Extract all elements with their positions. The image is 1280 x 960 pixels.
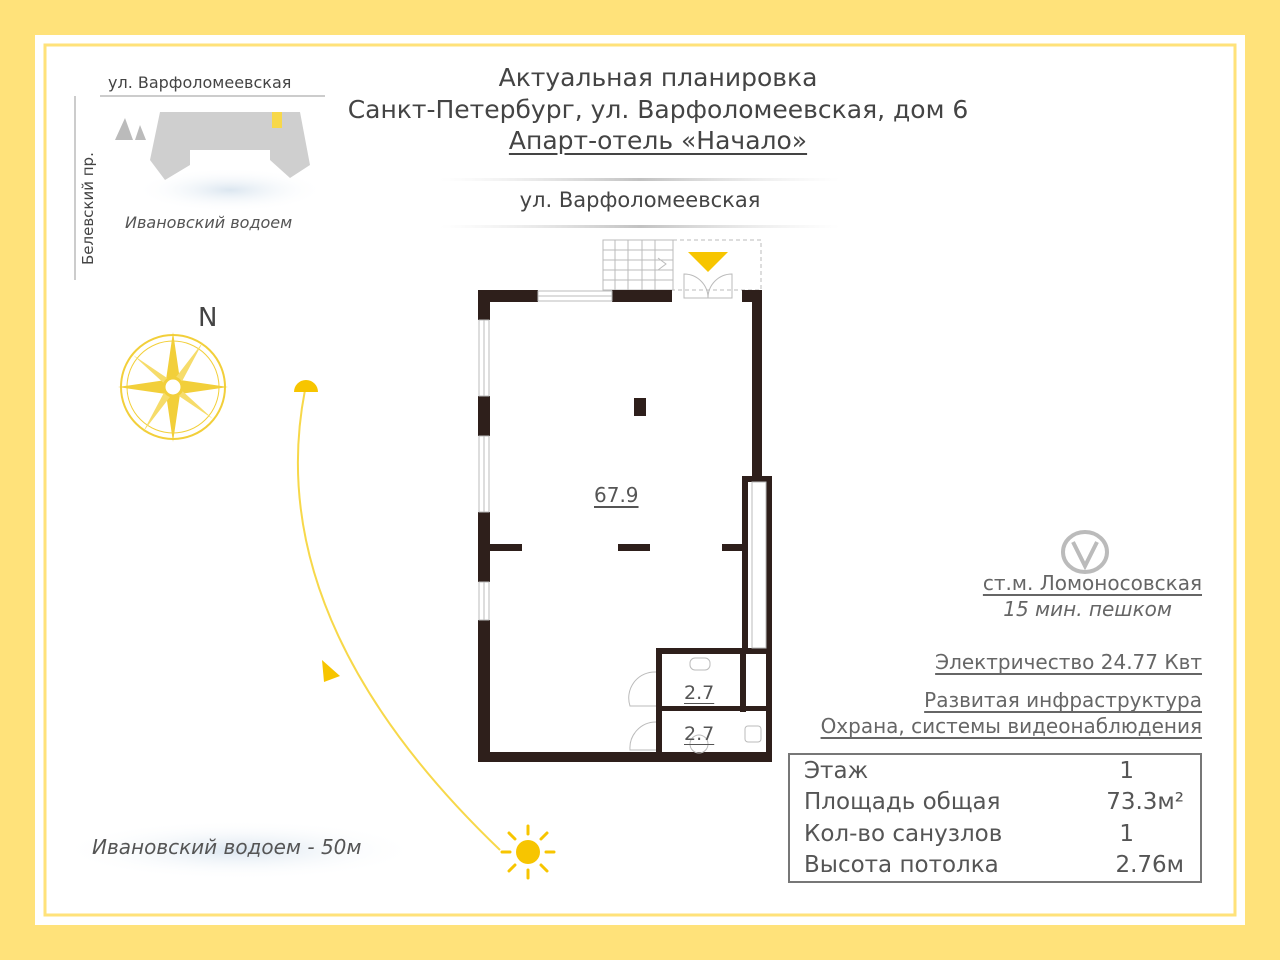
- windows: [478, 290, 767, 649]
- bathroom-fixtures: [628, 657, 762, 754]
- spec-value-ceiling: 2.76м: [1115, 852, 1184, 879]
- spec-row: Площадь общая 73.3м²: [789, 787, 1201, 818]
- room-area-bath-1: 2.7: [684, 682, 715, 704]
- room-area-main: 67.9: [594, 483, 639, 507]
- sun-path: [294, 380, 501, 851]
- inner-frame-line: [43, 43, 1237, 917]
- spec-label-area: Площадь общая: [804, 789, 1001, 816]
- minimap-street-side: Белевский пр.: [79, 152, 97, 265]
- minimap-street-top: ул. Варфоломеевская: [108, 73, 292, 92]
- room-area-bath-2: 2.7: [684, 723, 715, 745]
- spec-label-bathrooms: Кол-во санузлов: [804, 820, 1003, 847]
- street-band-top: [440, 178, 840, 181]
- compass-icon: [118, 332, 228, 442]
- entrance-arrow-icon: [688, 252, 728, 272]
- header-address: Санкт-Петербург, ул. Варфоломеевская, до…: [347, 95, 969, 124]
- walls: [478, 290, 772, 762]
- sun-icon: [500, 824, 556, 880]
- metro-icon: [1061, 530, 1109, 574]
- location-minimap: [74, 95, 325, 280]
- minimap-water-label: Ивановский водоем: [125, 213, 293, 232]
- header-title: Актуальная планировка: [498, 63, 818, 92]
- header-hotel-link[interactable]: Апарт-отель «Начало»: [508, 126, 808, 155]
- spec-row: Высота потолка 2.76м: [789, 849, 1201, 882]
- street-band-bottom: [440, 225, 840, 228]
- spec-value-bathrooms: 1: [1119, 820, 1134, 847]
- street-label: ул. Варфоломеевская: [519, 188, 761, 212]
- metro-walk-time: 15 мин. пешком: [1003, 597, 1172, 621]
- feature-electricity: Электричество 24.77 Квт: [935, 650, 1202, 674]
- water-distance-label: Ивановский водоем - 50м: [92, 835, 362, 859]
- spec-table: Этаж 1 Площадь общая 73.3м² Кол-во сануз…: [788, 753, 1202, 883]
- entrance-door: [683, 273, 733, 299]
- metro-station: ст.м. Ломоносовская: [982, 571, 1202, 595]
- spec-value-floor: 1: [1119, 757, 1134, 784]
- spec-value-area: 73.3м²: [1106, 789, 1184, 816]
- spec-row: Кол-во санузлов 1: [789, 818, 1201, 849]
- compass-north-label: N: [198, 303, 218, 333]
- feature-infrastructure: Развитая инфраструктура: [924, 688, 1202, 712]
- spec-label-floor: Этаж: [804, 757, 869, 784]
- water-decoration: [60, 820, 420, 880]
- floor-plan: [478, 239, 772, 762]
- spec-label-ceiling: Высота потолка: [804, 852, 999, 879]
- feature-security: Охрана, системы видеонаблюдения: [820, 714, 1202, 738]
- spec-row: Этаж 1: [789, 754, 1201, 787]
- staircase: [602, 239, 762, 291]
